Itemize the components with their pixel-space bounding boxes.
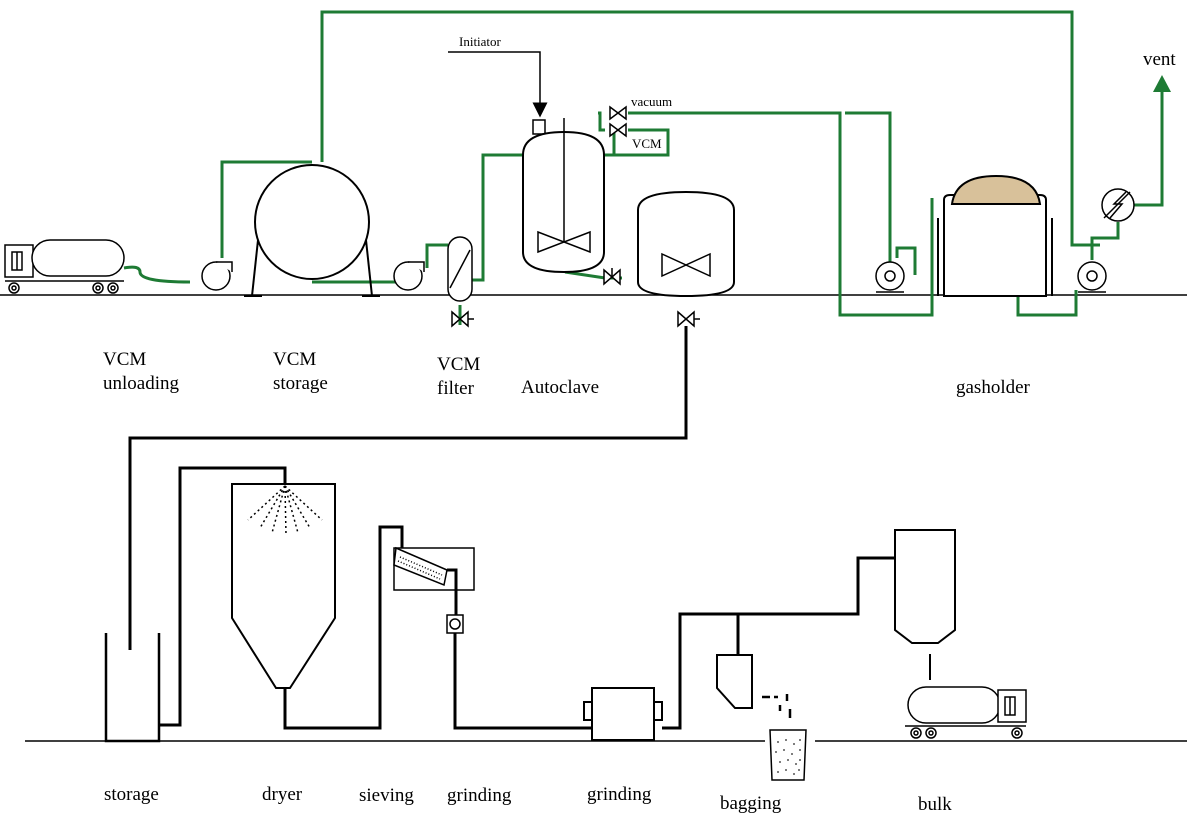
label-dryer: dryer [262, 784, 303, 805]
tanker-truck-icon [4, 239, 125, 294]
label-grinding-2: grinding [587, 784, 652, 805]
valve-icon [603, 268, 621, 286]
grinder-icon [583, 687, 663, 741]
vent-arrow [1153, 75, 1171, 92]
falling-granules-icon [762, 694, 792, 718]
valve-icon [677, 310, 700, 328]
pump-icon [393, 261, 425, 291]
valve-icon [609, 105, 627, 138]
transfer-line [159, 466, 287, 727]
sieve-icon [393, 546, 475, 591]
heat-exchanger-icon [1101, 188, 1135, 222]
label-vent: vent [1143, 49, 1176, 70]
dryer-discharge-line [283, 525, 404, 730]
label-storage: storage [104, 784, 159, 805]
label-gasholder: gasholder [956, 377, 1030, 398]
grinder-transfer-line [453, 633, 592, 730]
slurry-line [128, 326, 688, 650]
slurry-storage-tank-icon [104, 633, 161, 743]
compressor-icon [875, 261, 905, 293]
label-bulk: bulk [918, 794, 952, 815]
vcm-filter-icon [447, 236, 474, 328]
label-vacuum: vacuum [631, 94, 673, 109]
reactor-vessel-icon [637, 190, 735, 298]
gasholder-icon [937, 174, 1053, 297]
bagging-hopper-icon [716, 654, 753, 709]
grinder-small-icon [446, 614, 464, 634]
label-autoclave: Autoclave [521, 377, 600, 398]
bulk-truck-icon [905, 686, 1027, 739]
bag-icon [769, 729, 807, 781]
autoclave-icon [522, 118, 605, 274]
spray-dryer-icon [231, 483, 336, 689]
bulk-silo-icon [894, 529, 956, 680]
product-conveying-line [662, 556, 895, 730]
sieve-outlet-line [447, 568, 458, 615]
label-vcm-feed: VCM [632, 136, 662, 151]
label-bagging: bagging [720, 793, 782, 814]
compressor-icon [1077, 261, 1107, 293]
vcm-storage-tank-icon [244, 164, 380, 297]
label-initiator: Initiator [459, 34, 501, 49]
initiator-line [448, 51, 548, 118]
label-sieving: sieving [359, 785, 414, 806]
label-grinding-1: grinding [447, 785, 512, 806]
pump-icon [201, 261, 233, 291]
